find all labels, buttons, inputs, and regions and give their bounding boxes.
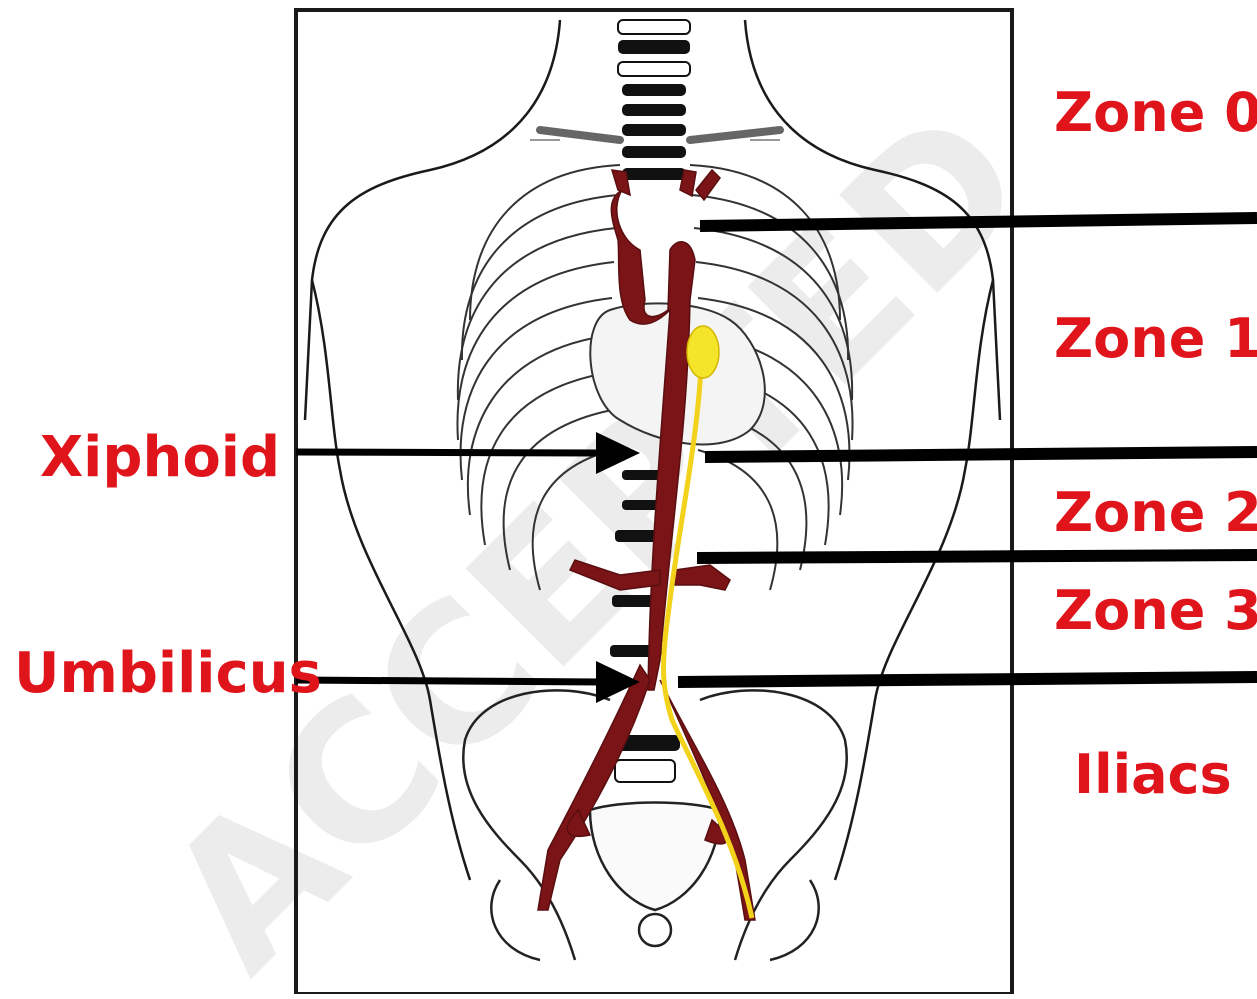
zone-2-label: Zone 2	[1054, 486, 1257, 540]
zone-line-3-iliacs	[678, 677, 1257, 682]
umbilicus-label: Umbilicus	[14, 646, 322, 702]
zone-line-0-1	[700, 218, 1257, 226]
reboa-balloon	[687, 326, 719, 378]
zone-line-1-2	[705, 452, 1257, 457]
zone-1-label: Zone 1	[1054, 312, 1257, 366]
iliacs-label: Iliacs	[1074, 748, 1232, 802]
zone-line-2-3	[697, 555, 1257, 558]
zone-3-label: Zone 3	[1054, 584, 1257, 638]
zone-0-label: Zone 0	[1054, 86, 1257, 140]
xiphoid-label: Xiphoid	[40, 430, 280, 486]
watermark-text: ACCEPTED	[126, 69, 1069, 994]
watermark: ACCEPTED	[126, 69, 1069, 994]
